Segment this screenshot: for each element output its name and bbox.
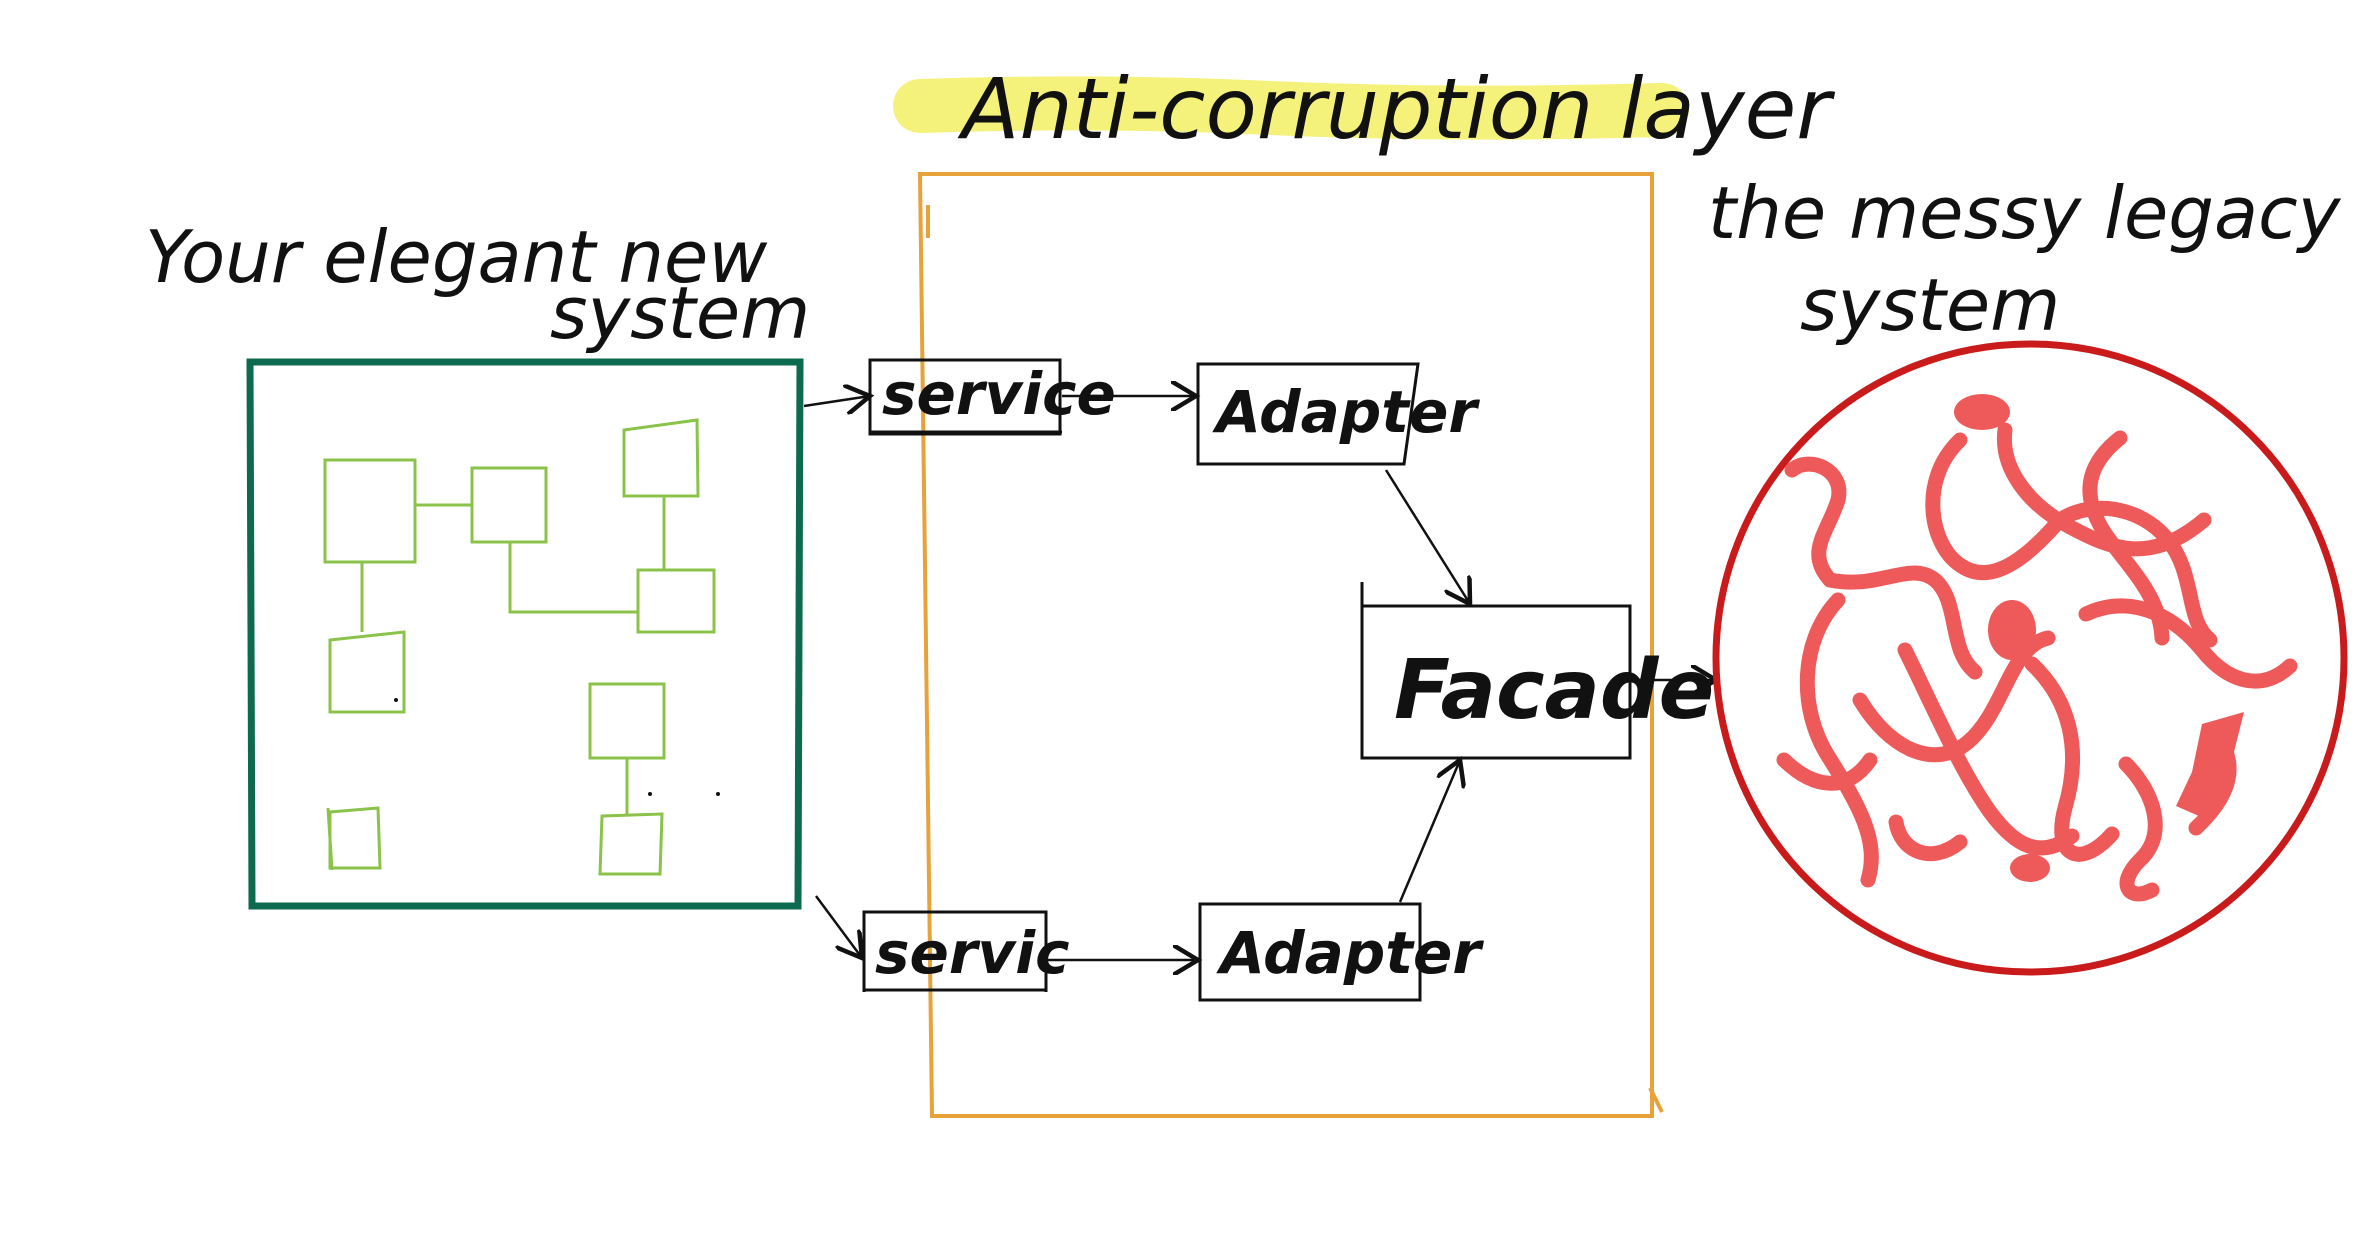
new-system-label-line1: Your elegant new: [145, 215, 767, 299]
facade-label: Facade: [1394, 643, 1714, 738]
new-system-box: [246, 358, 804, 910]
new-system-components: [323, 418, 716, 876]
legacy-system: [1712, 340, 2348, 976]
new-system-dots: [394, 698, 720, 796]
top-adapter-label: Adapter: [1212, 378, 1480, 446]
legacy-system-label-line2: system: [1800, 263, 2060, 347]
anti-corruption-layer-boundary: [917, 172, 1664, 1118]
top-adapter-box: [1196, 362, 1420, 466]
legacy-system-label-line1: the messy legacy: [1708, 171, 2342, 255]
bottom-adapter-label: Adapter: [1216, 919, 1484, 987]
arrow-top-adapter-to-facade: [1384, 469, 1470, 604]
arrow-new-system-to-top-service: [803, 396, 870, 406]
diagram-arrows: [803, 396, 1716, 960]
title-highlight: [893, 76, 1689, 140]
top-service-label: service: [882, 360, 1116, 428]
page-title: Anti-corruption layer: [957, 60, 1835, 158]
arrow-new-system-to-bottom-service: [814, 895, 862, 958]
new-system-label-line2: system: [550, 271, 810, 355]
facade-box: [1360, 582, 1632, 760]
legacy-system-mess: [1776, 422, 2298, 902]
bottom-service-label: servic: [875, 919, 1070, 987]
arrow-bottom-adapter-to-facade: [1398, 760, 1460, 903]
legacy-system-blobs: [1954, 394, 2244, 882]
